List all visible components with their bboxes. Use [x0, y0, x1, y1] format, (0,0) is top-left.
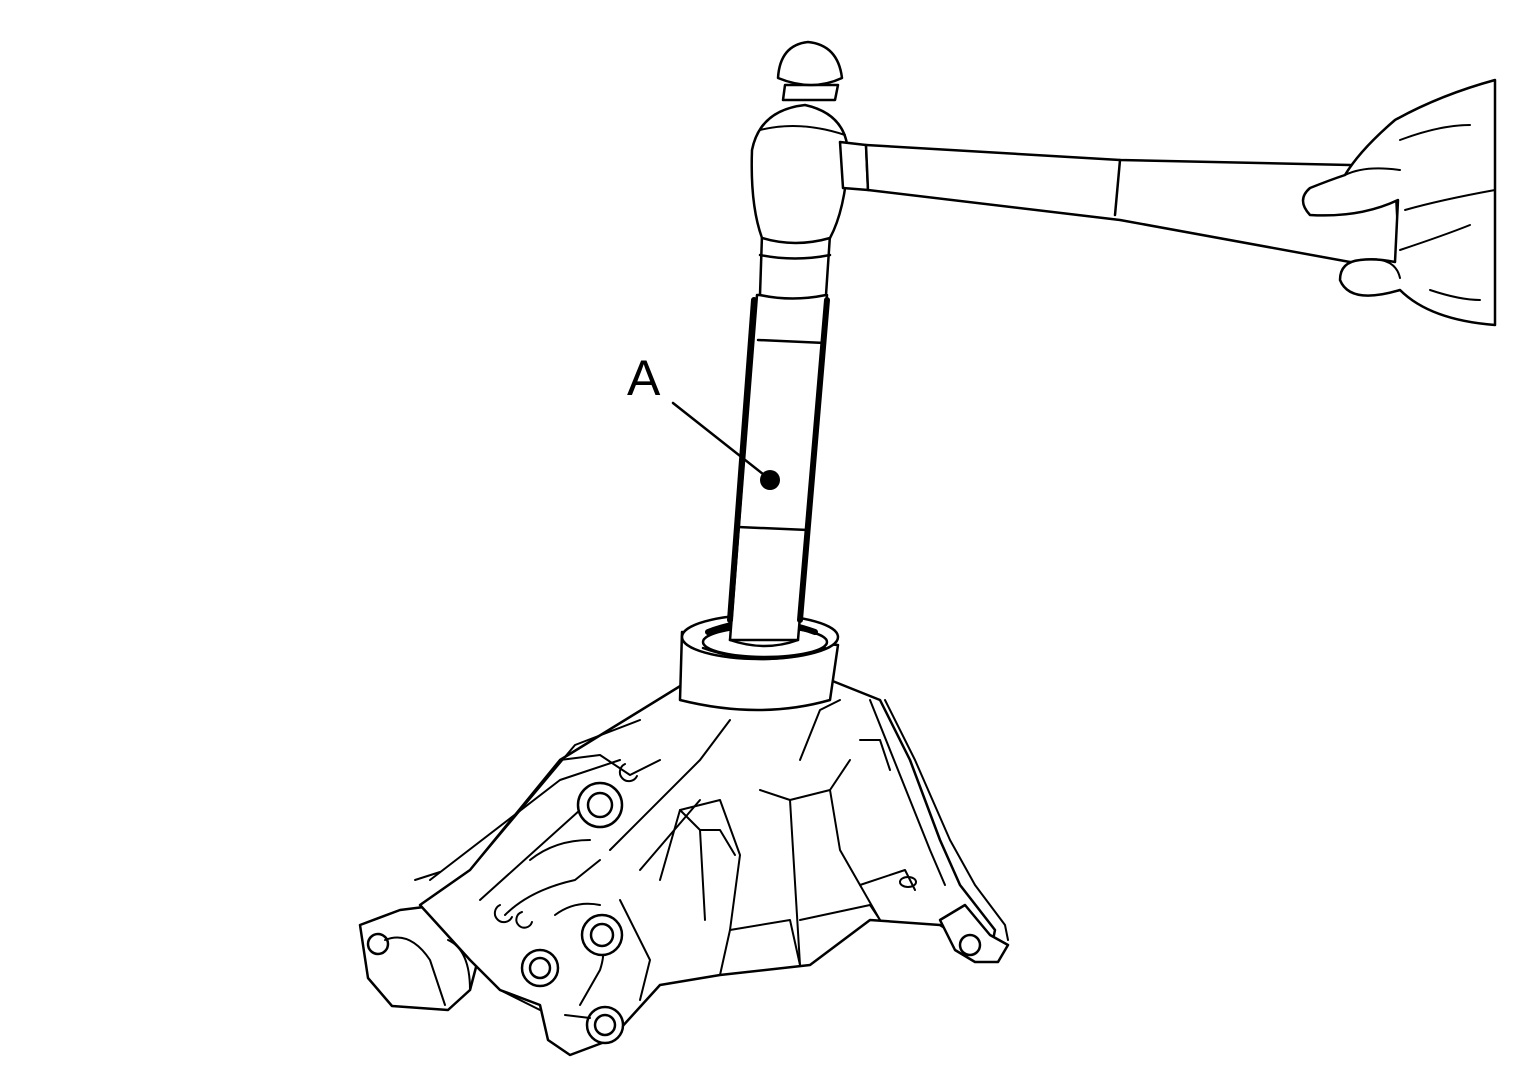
housing-right-bolt-hole: [958, 933, 982, 957]
housing-left-bolt-hole: [366, 932, 390, 956]
housing-collar: [678, 613, 840, 712]
callout-a-label: A: [627, 350, 661, 406]
hammer: [750, 40, 1402, 300]
callout-a: A: [627, 350, 780, 490]
housing: [358, 678, 1010, 1057]
hammer-head: [750, 103, 850, 245]
callout-a-leader: [671, 401, 770, 480]
housing-right-foot: [938, 903, 1010, 964]
hand: [1301, 78, 1497, 327]
housing-body: [418, 678, 997, 1057]
callout-a-dot: [760, 470, 780, 490]
hammer-peen: [776, 40, 844, 87]
housing-bolt-bosses: [414, 781, 625, 1045]
drift-tool: [727, 293, 830, 648]
